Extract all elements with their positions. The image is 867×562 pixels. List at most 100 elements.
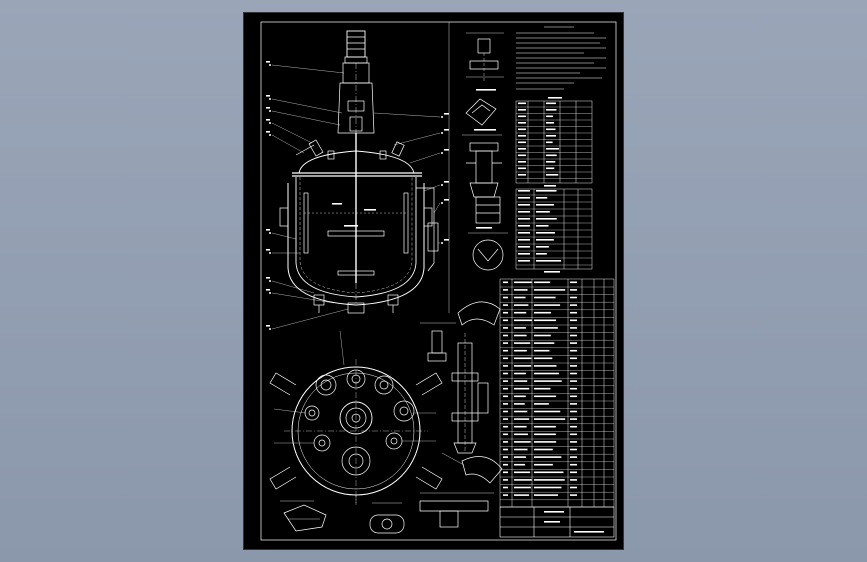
text-mark [332, 203, 342, 205]
text-mark [503, 357, 508, 360]
text-mark [534, 463, 553, 466]
text-mark [534, 296, 556, 299]
text-mark [534, 486, 562, 489]
text-mark [514, 463, 526, 466]
text-mark [518, 122, 526, 124]
text-mark [570, 319, 577, 322]
text-mark [534, 372, 559, 375]
drawing-sheet [244, 13, 623, 549]
inner-border [260, 21, 617, 541]
text-mark [514, 456, 526, 458]
text-mark [536, 225, 549, 227]
detail-views [419, 32, 508, 528]
vessel-shell [295, 177, 417, 298]
text-mark [503, 425, 508, 428]
text-mark [534, 410, 561, 413]
text-mark [544, 521, 560, 523]
text-mark [534, 281, 551, 284]
text-mark [534, 357, 553, 360]
generated-text-marks [266, 61, 604, 533]
text-mark [544, 185, 556, 187]
text-mark [514, 479, 532, 481]
leader-lines [271, 64, 441, 330]
text-mark [444, 113, 449, 115]
text-mark [514, 365, 532, 367]
text-mark [570, 304, 577, 306]
text-mark [514, 380, 528, 382]
text-mark [518, 239, 530, 241]
text-mark [266, 325, 270, 327]
motor [346, 30, 366, 58]
round-detail [472, 239, 504, 271]
text-mark [518, 154, 526, 157]
lug-support-left [279, 207, 289, 227]
text-mark [570, 486, 577, 489]
text-mark [514, 349, 527, 352]
text-mark [536, 260, 562, 262]
text-mark [534, 403, 549, 405]
motor-flange [344, 56, 368, 64]
text-mark [570, 448, 577, 451]
text-mark [514, 395, 526, 398]
cad-drawing [260, 21, 617, 541]
text-mark [503, 456, 508, 458]
text-mark [534, 311, 552, 314]
text-mark [518, 218, 530, 220]
text-mark [570, 365, 577, 367]
text-mark [546, 174, 559, 176]
text-mark [546, 161, 556, 163]
text-mark [503, 486, 508, 489]
text-mark [518, 115, 526, 118]
text-mark [536, 239, 554, 241]
text-mark [514, 372, 526, 375]
text-mark [503, 372, 508, 375]
text-mark [514, 357, 532, 360]
text-mark [444, 149, 449, 151]
text-mark [514, 311, 527, 314]
text-mark [534, 471, 564, 474]
text-mark [503, 380, 508, 382]
text-mark [570, 433, 577, 436]
text-mark [266, 107, 270, 109]
manhole-detail [369, 514, 405, 534]
text-mark [570, 494, 577, 496]
text-mark [534, 479, 565, 481]
text-mark [514, 486, 531, 489]
text-mark [514, 433, 528, 436]
text-mark [503, 410, 508, 413]
text-mark [546, 102, 556, 105]
text-mark [266, 229, 270, 231]
text-mark [503, 334, 508, 337]
text-mark [514, 441, 531, 443]
text-mark [476, 227, 492, 229]
text-mark [518, 253, 530, 255]
text-mark [518, 161, 526, 163]
text-mark [514, 403, 525, 405]
text-mark [266, 277, 270, 279]
text-mark [266, 289, 270, 291]
text-mark [570, 296, 577, 299]
text-mark [536, 246, 549, 248]
text-mark [570, 471, 577, 474]
nozzle-table [515, 100, 593, 184]
text-mark [546, 148, 560, 150]
text-mark [514, 342, 531, 344]
title-block [499, 506, 615, 538]
text-mark [514, 387, 530, 390]
text-mark [518, 204, 530, 206]
text-mark [514, 410, 528, 413]
text-mark [514, 494, 530, 496]
front-section-view [269, 30, 443, 330]
text-mark [518, 174, 526, 176]
text-mark [534, 387, 551, 390]
impeller-blade [327, 230, 385, 237]
text-mark [514, 327, 526, 329]
text-mark [570, 456, 577, 458]
text-mark [514, 296, 526, 299]
text-mark [570, 349, 577, 352]
text-mark [570, 463, 577, 466]
text-mark [570, 403, 577, 405]
text-mark [570, 395, 577, 398]
text-mark [503, 471, 508, 474]
